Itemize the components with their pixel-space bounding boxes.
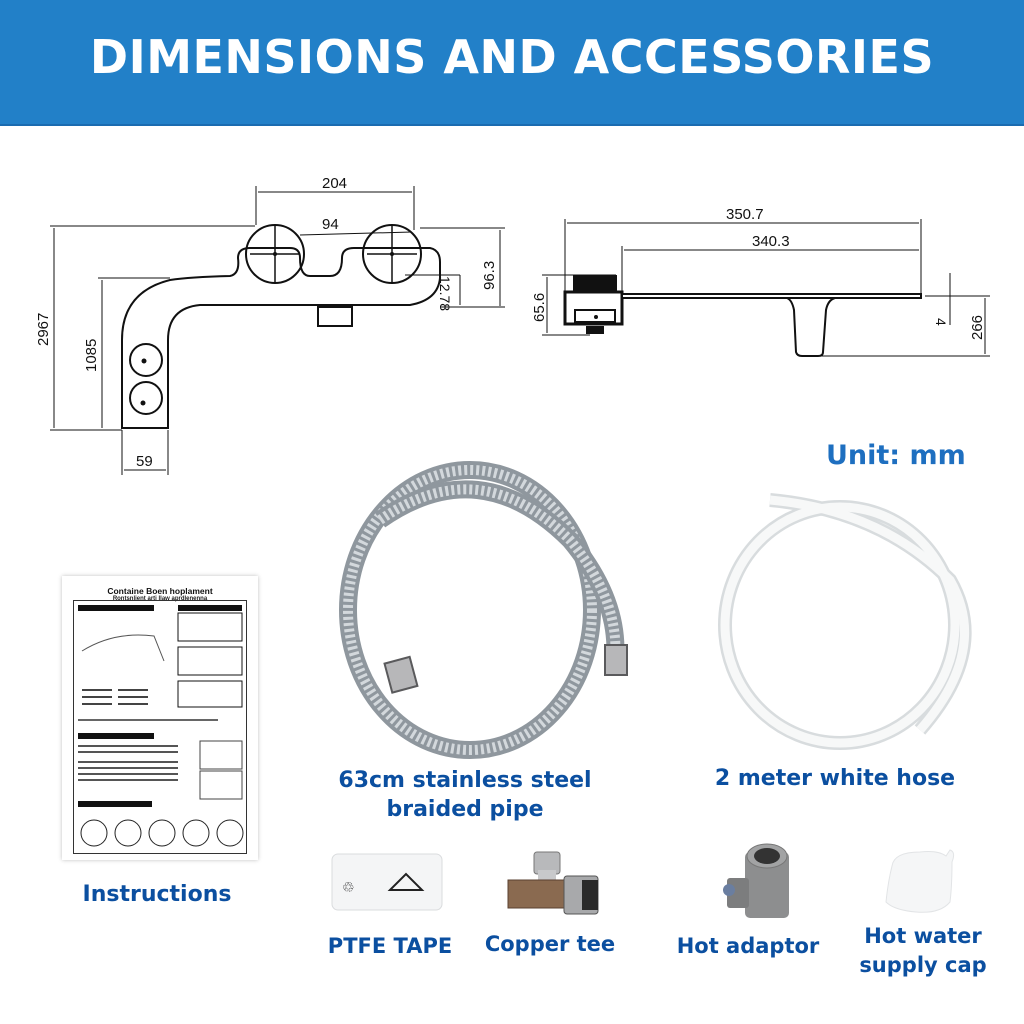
- lower-knob-1: [129, 343, 163, 377]
- dim-266: 266: [969, 315, 986, 340]
- supply-cap-label: Hot water supply cap: [846, 922, 1000, 980]
- supply-cap-label-line2: supply cap: [859, 953, 987, 977]
- dim-96-3: 96.3: [481, 261, 498, 290]
- braided-pipe-label: 63cm stainless steel braided pipe: [320, 766, 610, 824]
- hot-adaptor-label: Hot adaptor: [676, 934, 820, 958]
- braided-pipe-icon: [339, 461, 628, 759]
- white-hose-label: 2 meter white hose: [714, 766, 956, 791]
- dim-59: 59: [136, 453, 153, 470]
- dim-65-6: 65.6: [531, 293, 548, 322]
- instruction-sheet-title: Containe Boen hoplament: [107, 586, 213, 596]
- dim-1085: 1085: [83, 339, 100, 372]
- nozzle-outline: [786, 297, 836, 357]
- white-hose-icon: [718, 493, 972, 750]
- header-banner: DIMENSIONS AND ACCESSORIES: [0, 0, 1024, 126]
- hot-adaptor-icon: [723, 843, 789, 918]
- nozzle-port: [317, 306, 353, 327]
- dim-350-7: 350.7: [726, 206, 764, 223]
- arm: [621, 293, 922, 299]
- supply-cap-label-line1: Hot water: [864, 924, 982, 948]
- svg-text:♲: ♲: [342, 879, 355, 895]
- instruction-sheet-body: [73, 600, 247, 854]
- instructions-label: Instructions: [82, 882, 232, 907]
- bidet-body-outline: [121, 247, 441, 429]
- copper-tee-icon: [507, 851, 599, 915]
- page-title: DIMENSIONS AND ACCESSORIES: [89, 30, 935, 84]
- dim-2967: 2967: [35, 313, 52, 346]
- ptfe-tape-icon: ♲: [331, 853, 443, 911]
- braided-pipe-label-line2: braided pipe: [386, 797, 544, 822]
- instruction-sheet-icon: Containe Boen hoplament Rontsnlient arti…: [62, 576, 258, 860]
- head-cap: [573, 275, 617, 292]
- supply-cap-icon: [885, 849, 955, 913]
- instruction-sheet-subtitle: Rontsnlient arti Ilaw aprdlenenna: [112, 596, 208, 602]
- lower-knob-2: [129, 381, 163, 415]
- side-view-drawing: 350.7 340.3 65.6 4 266: [531, 206, 990, 357]
- dim-340-3: 340.3: [752, 233, 790, 250]
- front-view-drawing: 204 94 2967 1085 96.3 12.78 59: [35, 175, 505, 475]
- braided-pipe-label-line1: 63cm stainless steel: [338, 768, 592, 793]
- unit-label: Unit: mm: [826, 440, 966, 471]
- copper-tee-label: Copper tee: [484, 932, 616, 956]
- dim-4: 4: [933, 318, 949, 326]
- dim-94: 94: [322, 216, 339, 233]
- ptfe-tape-label: PTFE TAPE: [327, 934, 453, 958]
- dim-204: 204: [322, 175, 347, 192]
- dim-12-78: 12.78: [437, 276, 453, 311]
